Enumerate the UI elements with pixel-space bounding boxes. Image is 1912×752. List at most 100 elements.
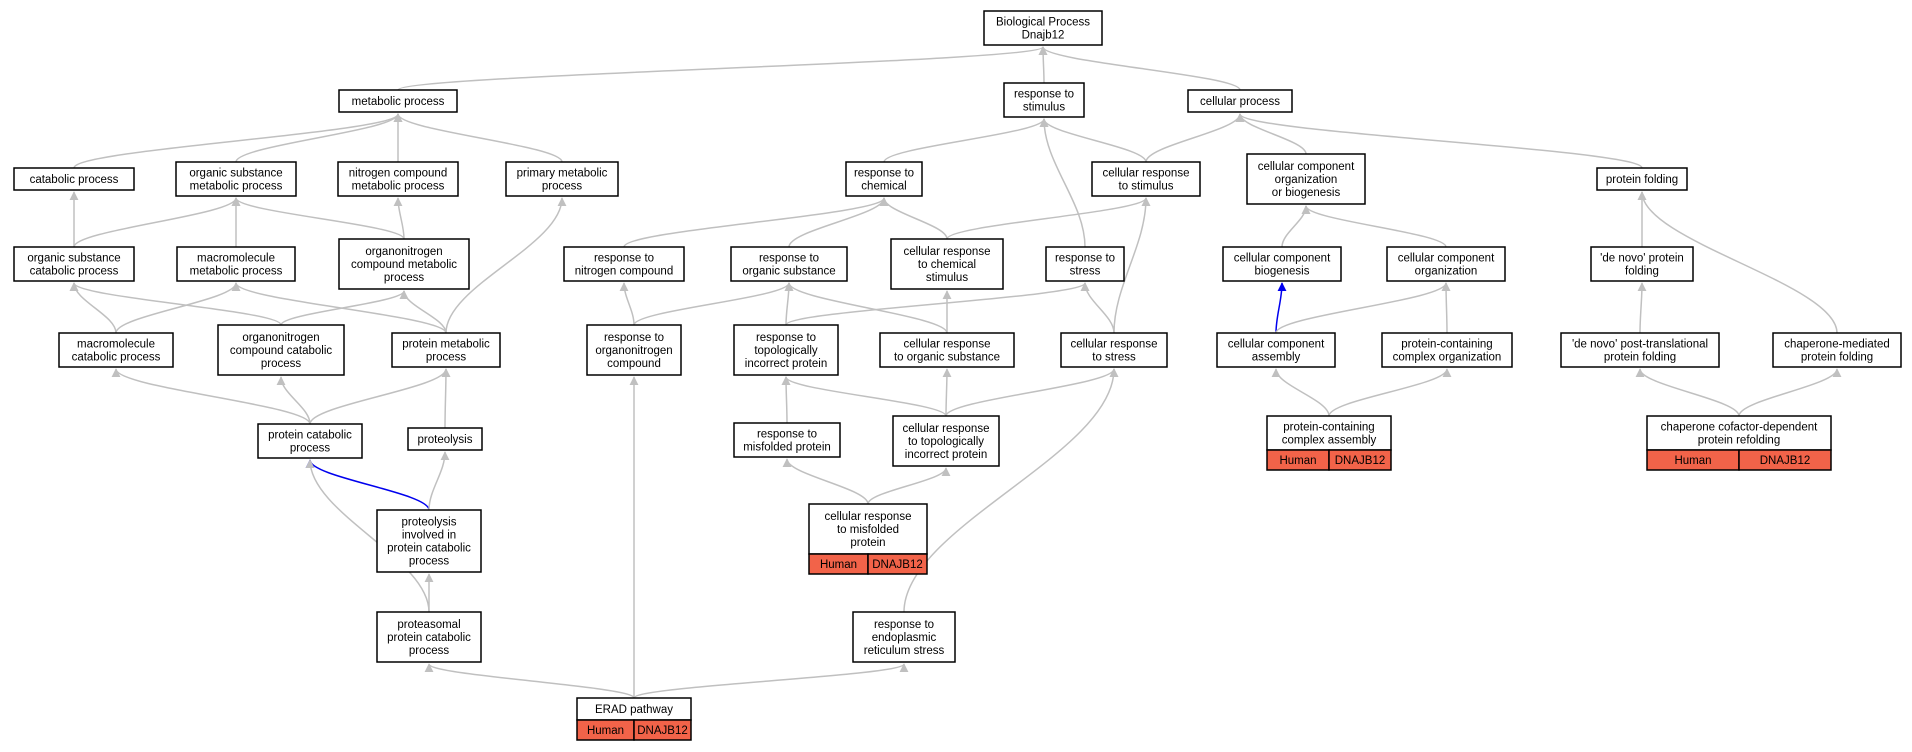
edge-denovo_posttrans-to-denovo_folding [1637,282,1647,334]
node-label-line: misfolded protein [743,442,831,454]
edge-macro_cat-to-org_sub_cat [69,282,117,334]
node-label-line: organonitrogen [595,345,672,357]
edge [785,282,1090,326]
edge [428,451,450,511]
node-label-line: to topologically [908,436,984,448]
node-label-line: response to [874,619,934,631]
edge-erad-to-resp_er_stress [633,663,909,699]
node-box [1646,415,1832,451]
node-label-line: process [409,556,450,568]
edge-proteolysis_involved-to-protein_cat [305,459,430,511]
edge-resp_orgN-to-resp_org_sub [633,282,794,326]
node-box [1003,82,1085,118]
edge [115,282,241,334]
edge [69,282,117,334]
go-term-node-metabolic[interactable]: metabolic process [338,89,458,113]
edge-erad-to-proteasomal [424,663,635,699]
edge [781,376,947,417]
node-box [1381,332,1513,368]
node-label-line: cellular component [1228,339,1325,351]
edge-proteolysis-to-protein_met [441,368,451,429]
node-box [257,423,363,459]
edge-protein_cat-to-macro_cat [111,368,311,425]
node-label-line: process [542,181,583,193]
go-term-node-catabolic[interactable]: catabolic process [13,167,135,191]
node-label-line: response to [1055,253,1115,265]
go-term-node-proteolysis[interactable]: proteolysis [407,427,483,451]
node-box [890,238,1004,290]
edge [633,282,794,326]
edge-response_stimulus-to-bp [1038,46,1048,84]
edge [623,197,889,248]
go-term-node-cellular-process[interactable]: cellular process [1187,89,1293,113]
species-label: Human [1279,455,1316,467]
node-label-line: cellular component [1234,253,1331,265]
go-term-node-protein-folding[interactable]: protein folding [1596,167,1688,191]
node-box [1560,332,1720,368]
node-box [1222,246,1342,282]
node-label-line: or biogenesis [1272,187,1341,199]
node-label-line: protein-containing [1401,339,1492,351]
node-box [338,89,458,113]
edge [903,368,1119,613]
node-label-line: protein catabolic [268,430,352,442]
edge [1637,282,1647,334]
node-label-line: macromolecule [77,339,155,351]
node-box [338,238,470,290]
edge-protein_met-to-orgN_met [399,290,447,334]
edge [231,197,405,240]
edge-cell_resp_misfolded-to-cell_resp_topo [867,467,951,505]
gene-label: DNAJB12 [872,559,923,571]
node-label-line: cellular component [1398,253,1495,265]
node-label-line: cellular response [903,423,990,435]
node-box [337,161,459,197]
edge [393,197,405,240]
edge [305,459,430,613]
node-box [563,246,685,282]
node-label-line: protein [850,537,885,549]
species-label: Human [820,559,857,571]
node-box [983,10,1103,46]
edge [945,368,1119,417]
